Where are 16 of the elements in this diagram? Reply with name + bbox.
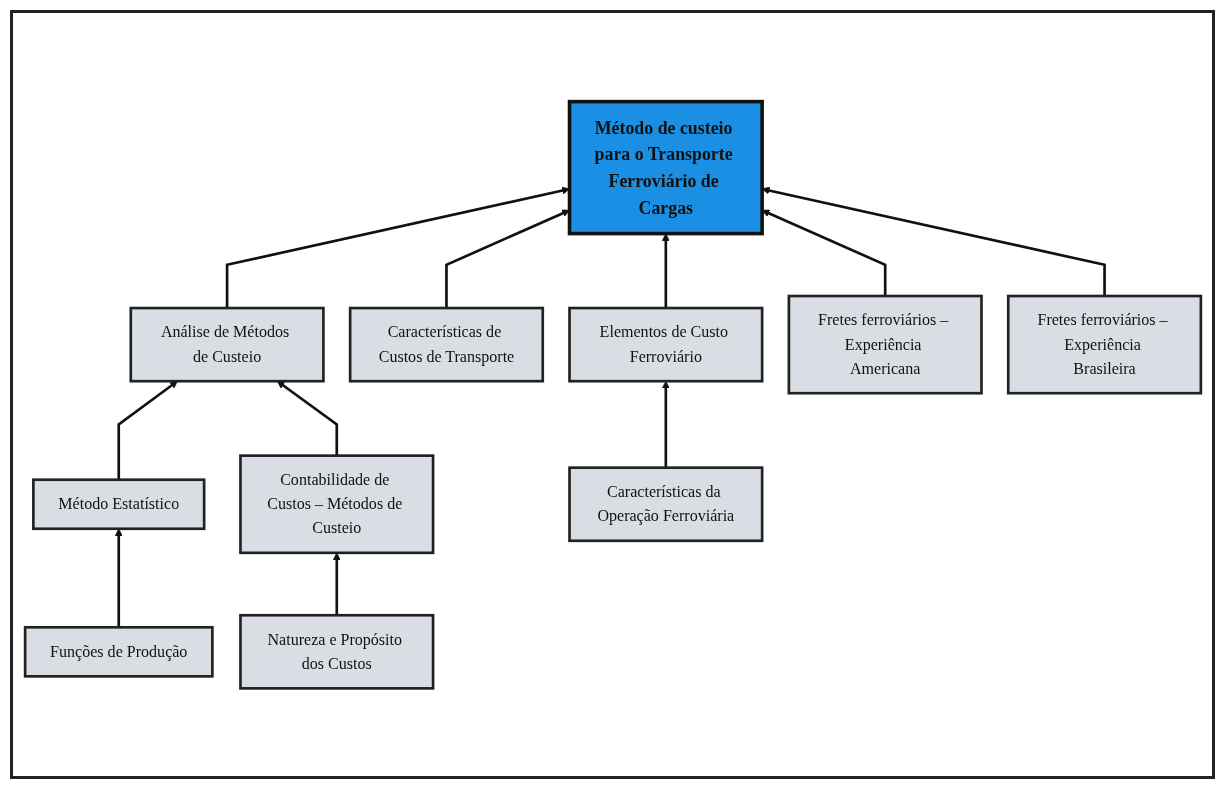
node-box [23,625,214,678]
arrow [332,552,341,615]
node-box [1006,294,1202,395]
node-box [787,294,983,395]
node-box [567,99,764,235]
node-box [128,306,325,382]
diagram-frame: Método de custeio para o Transporte Ferroviário de Cargas Análise de Métodos de Custeio Características de Custos de Transporte Elementos de Custo Ferroviário Fretes ferroviários – Experiência Americana Fretes ferroviários – Experiência Brasileira Método Estatístico Contabilidade de Custos – Métodos de Custeio Funções de Produção Natureza e Propósito dos Custos Características da Operação Ferroviária [10,10,1215,779]
arrow [116,380,178,480]
node-box [238,453,434,554]
arrow [276,380,338,456]
node-box [31,477,205,530]
node-box [238,613,434,690]
node-box [348,306,544,382]
node-box [567,465,763,542]
arrow [661,380,670,468]
node-box [567,306,763,382]
